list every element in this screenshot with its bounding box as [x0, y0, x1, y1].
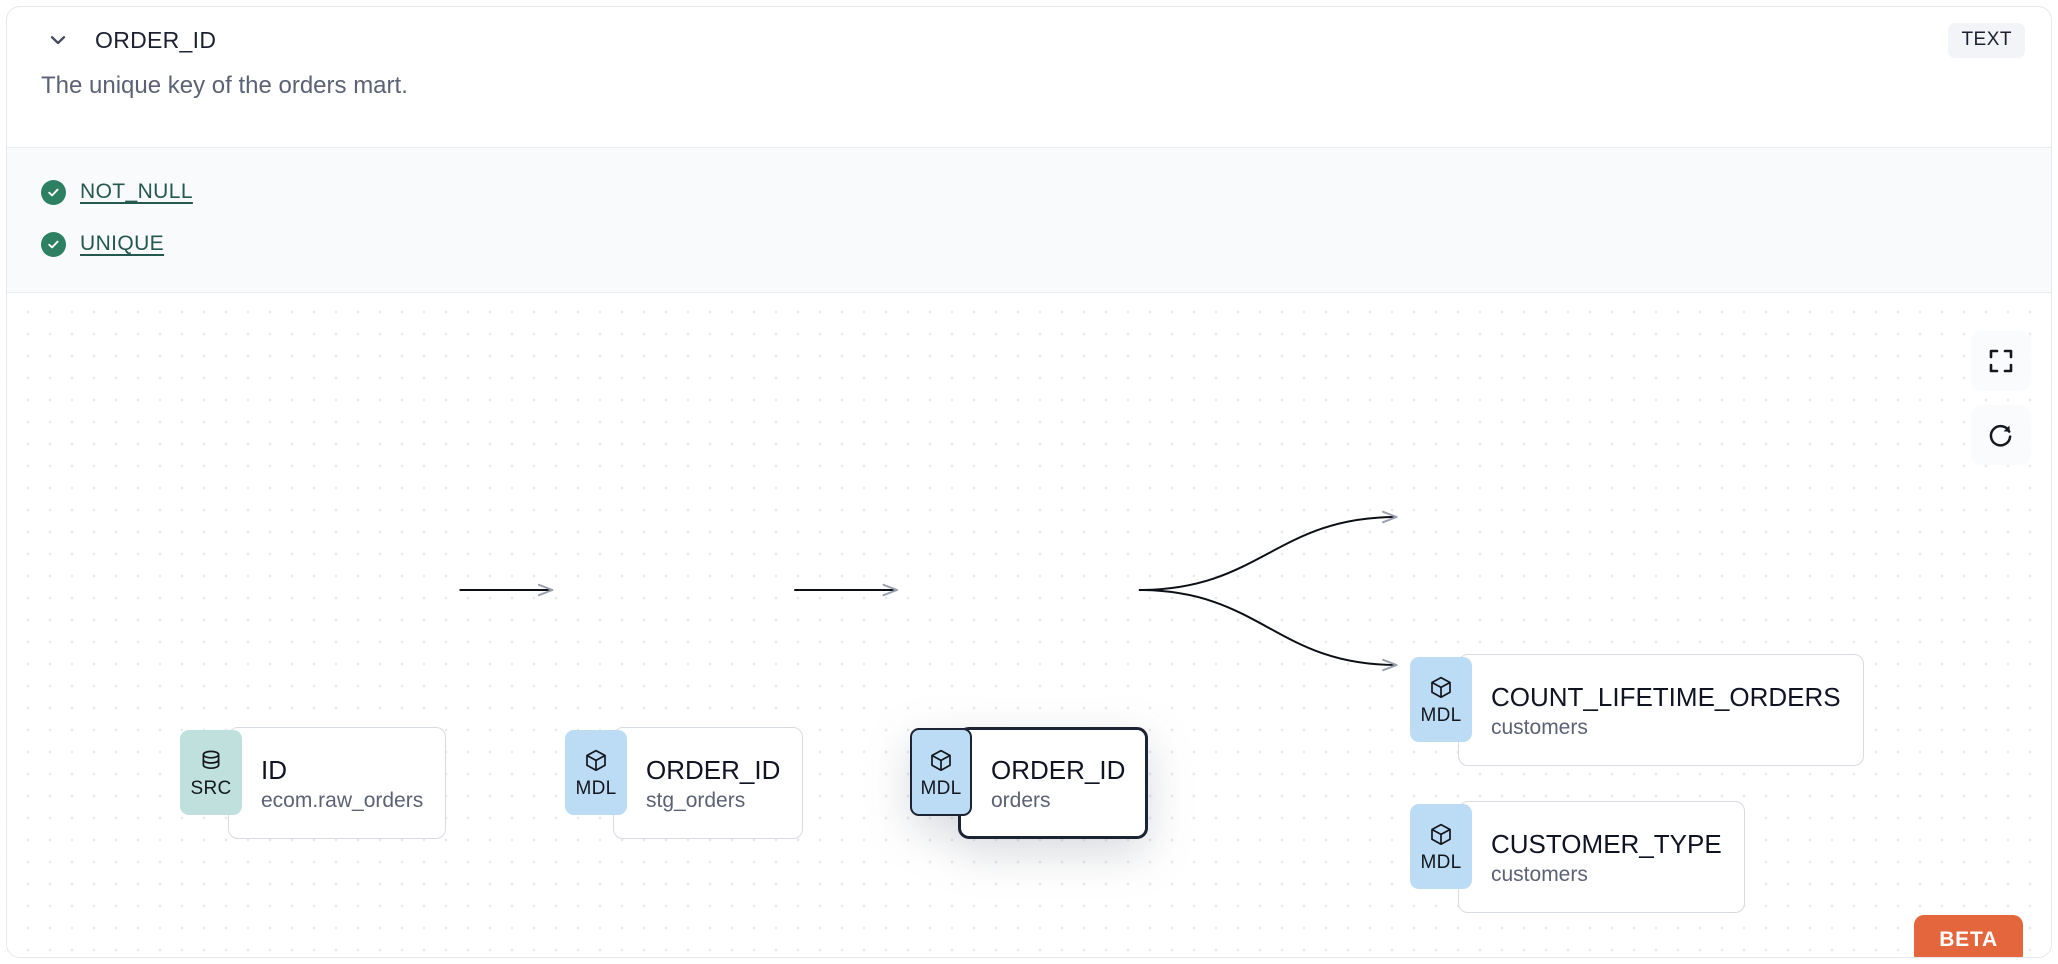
database-icon	[197, 747, 225, 775]
node-name: ID	[261, 755, 287, 786]
node-name: ORDER_ID	[991, 755, 1126, 786]
node-parent: customers	[1491, 862, 1588, 886]
lineage-node-mdl-orders[interactable]: MDL ORDER_ID orders	[910, 727, 1149, 839]
node-badge-mdl: MDL	[1410, 804, 1472, 889]
column-description: The unique key of the orders mart.	[41, 72, 408, 99]
edge-mdl-orders-to-mdl-custtype	[1138, 589, 1398, 672]
fullscreen-icon[interactable]	[1971, 331, 2031, 391]
node-badge-label: MDL	[920, 777, 962, 799]
chevron-down-icon[interactable]	[41, 23, 75, 57]
node-body: ORDER_ID orders	[958, 727, 1149, 839]
test-row: UNIQUE	[41, 218, 2017, 270]
page-title: ORDER_ID	[95, 26, 217, 53]
card-header: ORDER_ID TEXT	[7, 7, 2051, 73]
column-type-badge: TEXT	[1948, 22, 2025, 58]
node-badge-mdl: MDL	[1410, 657, 1472, 742]
node-badge-label: SRC	[190, 778, 232, 799]
lineage-node-mdl-count[interactable]: MDL COUNT_LIFETIME_ORDERS customers	[1410, 654, 1864, 766]
lineage-node-src-id[interactable]: SRC ID ecom.raw_orders	[180, 727, 447, 839]
cube-icon	[927, 747, 955, 775]
test-link-not-null[interactable]: NOT_NULL	[80, 180, 193, 203]
node-body: CUSTOMER_TYPE customers	[1458, 801, 1745, 913]
tests-section: NOT_NULL UNIQUE	[7, 147, 2051, 293]
node-name: CUSTOMER_TYPE	[1491, 829, 1722, 860]
node-badge-mdl: MDL	[565, 730, 627, 815]
cube-icon	[1427, 821, 1455, 849]
node-badge-label: MDL	[575, 778, 617, 799]
cube-icon	[1427, 674, 1455, 702]
node-parent: orders	[991, 788, 1051, 812]
lineage-canvas[interactable]: SRC ID ecom.raw_orders MDL ORDE	[7, 293, 2051, 957]
node-body: ID ecom.raw_orders	[228, 727, 447, 839]
edge-mdl-orders-to-mdl-count	[1138, 510, 1398, 591]
node-name: COUNT_LIFETIME_ORDERS	[1491, 682, 1841, 713]
lineage-node-mdl-customer-type[interactable]: MDL CUSTOMER_TYPE customers	[1410, 801, 1745, 913]
refresh-icon[interactable]	[1971, 405, 2031, 465]
node-body: ORDER_ID stg_orders	[613, 727, 804, 839]
node-badge-label: MDL	[1420, 852, 1462, 873]
node-badge-label: MDL	[1420, 705, 1462, 726]
canvas-controls	[1971, 331, 2031, 465]
test-row: NOT_NULL	[41, 166, 2017, 218]
node-body: COUNT_LIFETIME_ORDERS customers	[1458, 654, 1864, 766]
test-link-unique[interactable]: UNIQUE	[80, 232, 165, 255]
check-circle-icon	[41, 231, 66, 257]
node-parent: stg_orders	[646, 788, 746, 812]
node-badge-src: SRC	[180, 730, 242, 815]
column-detail-card: ORDER_ID TEXT The unique key of the orde…	[6, 6, 2052, 958]
check-circle-icon	[41, 179, 66, 205]
node-parent: customers	[1491, 715, 1588, 739]
beta-badge[interactable]: BETA	[1914, 915, 2023, 957]
node-parent: ecom.raw_orders	[261, 788, 424, 812]
node-badge-mdl: MDL	[910, 728, 972, 816]
node-name: ORDER_ID	[646, 755, 781, 786]
lineage-node-mdl-stg[interactable]: MDL ORDER_ID stg_orders	[565, 727, 804, 839]
cube-icon	[582, 747, 610, 775]
